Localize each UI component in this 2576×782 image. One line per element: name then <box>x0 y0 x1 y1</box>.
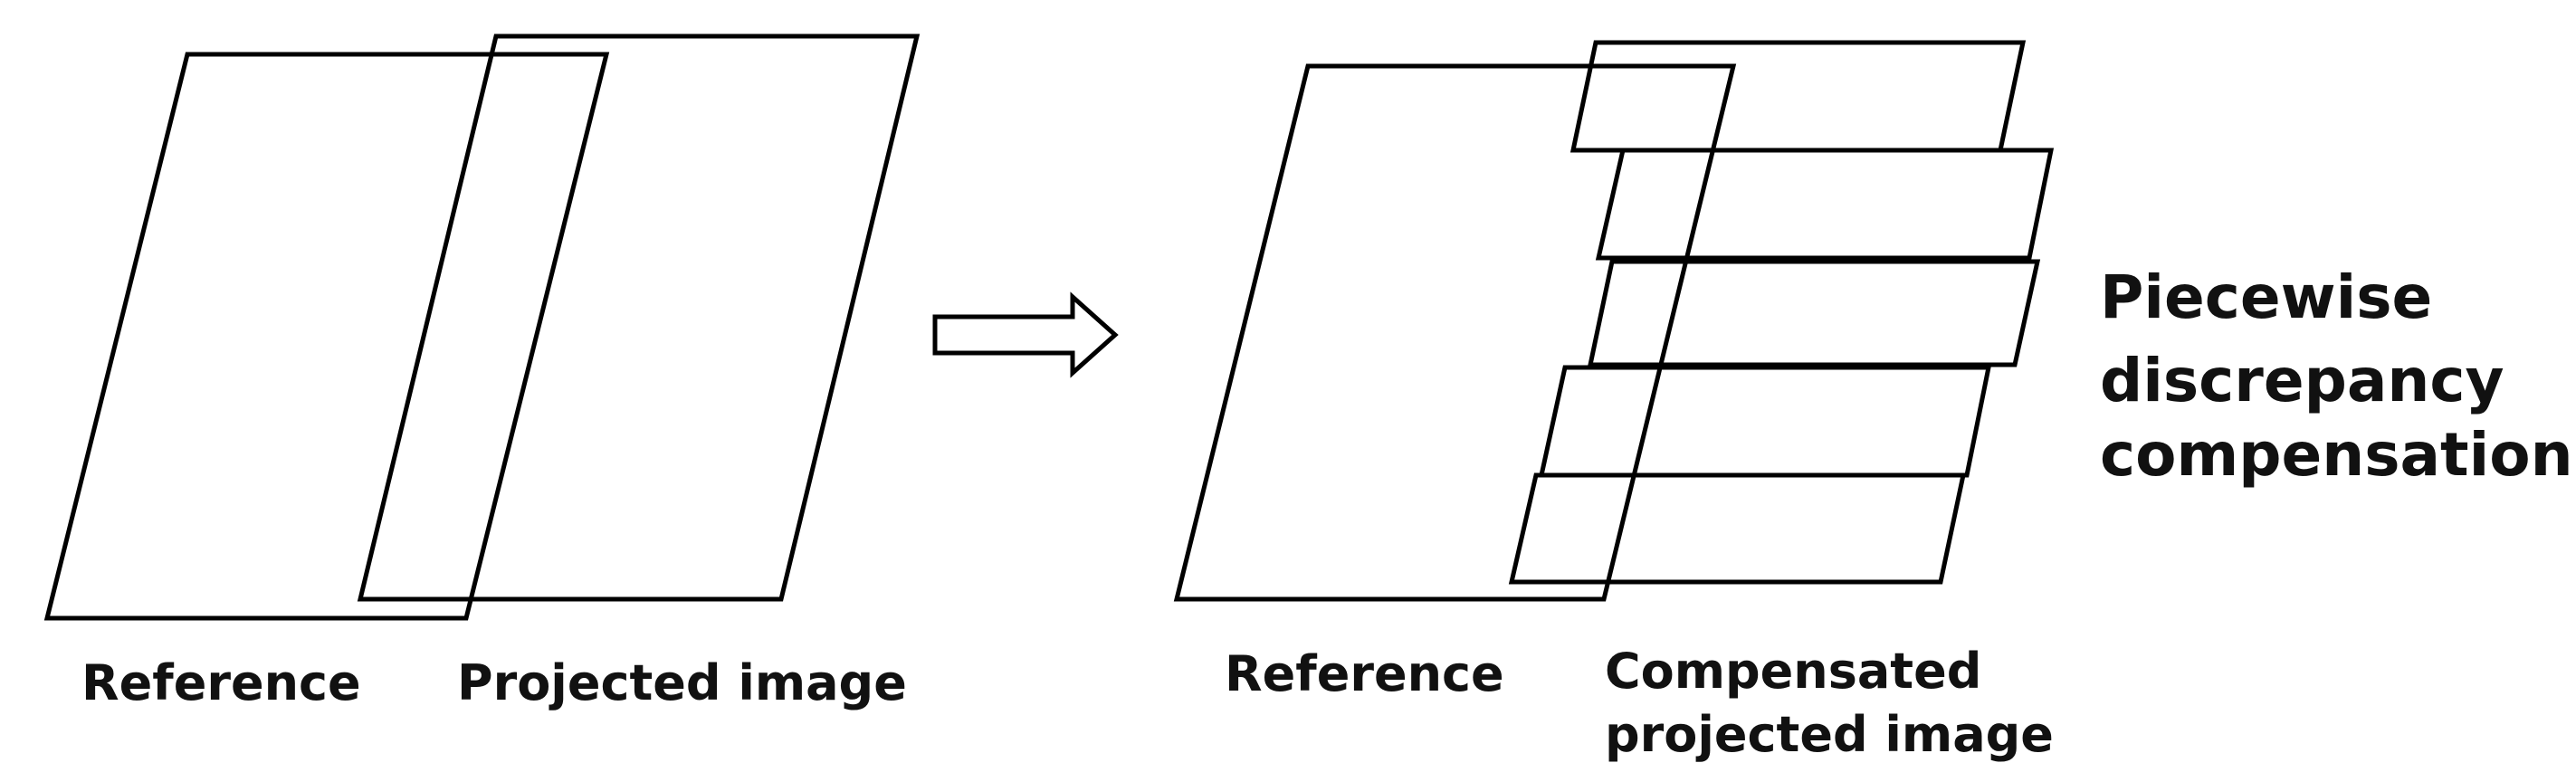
left-projected-label: Projected image <box>457 654 907 711</box>
compensated-slice-1 <box>1569 40 2027 153</box>
right-reference-parallelogram <box>1173 63 1737 602</box>
left-reference-parallelogram <box>43 52 610 621</box>
title-line-2: discrepancy <box>2100 346 2504 415</box>
right-panel <box>1173 40 2055 602</box>
compensated-slice-4 <box>1538 365 1992 478</box>
compensated-label-line2: projected image <box>1605 706 2054 763</box>
compensated-slice-5 <box>1508 472 1967 585</box>
right-reference-label: Reference <box>1225 645 1504 702</box>
left-panel <box>43 33 921 621</box>
compensated-label-line1: Compensated <box>1605 643 1982 700</box>
left-reference-label: Reference <box>81 654 361 711</box>
title-line-1: Piecewise <box>2100 262 2433 332</box>
left-projected-parallelogram <box>357 33 921 602</box>
right-arrow-icon <box>932 291 1119 378</box>
compensated-slice-3 <box>1587 259 2041 367</box>
compensated-slice-2 <box>1595 148 2055 261</box>
title-line-3: compensation <box>2100 420 2573 490</box>
